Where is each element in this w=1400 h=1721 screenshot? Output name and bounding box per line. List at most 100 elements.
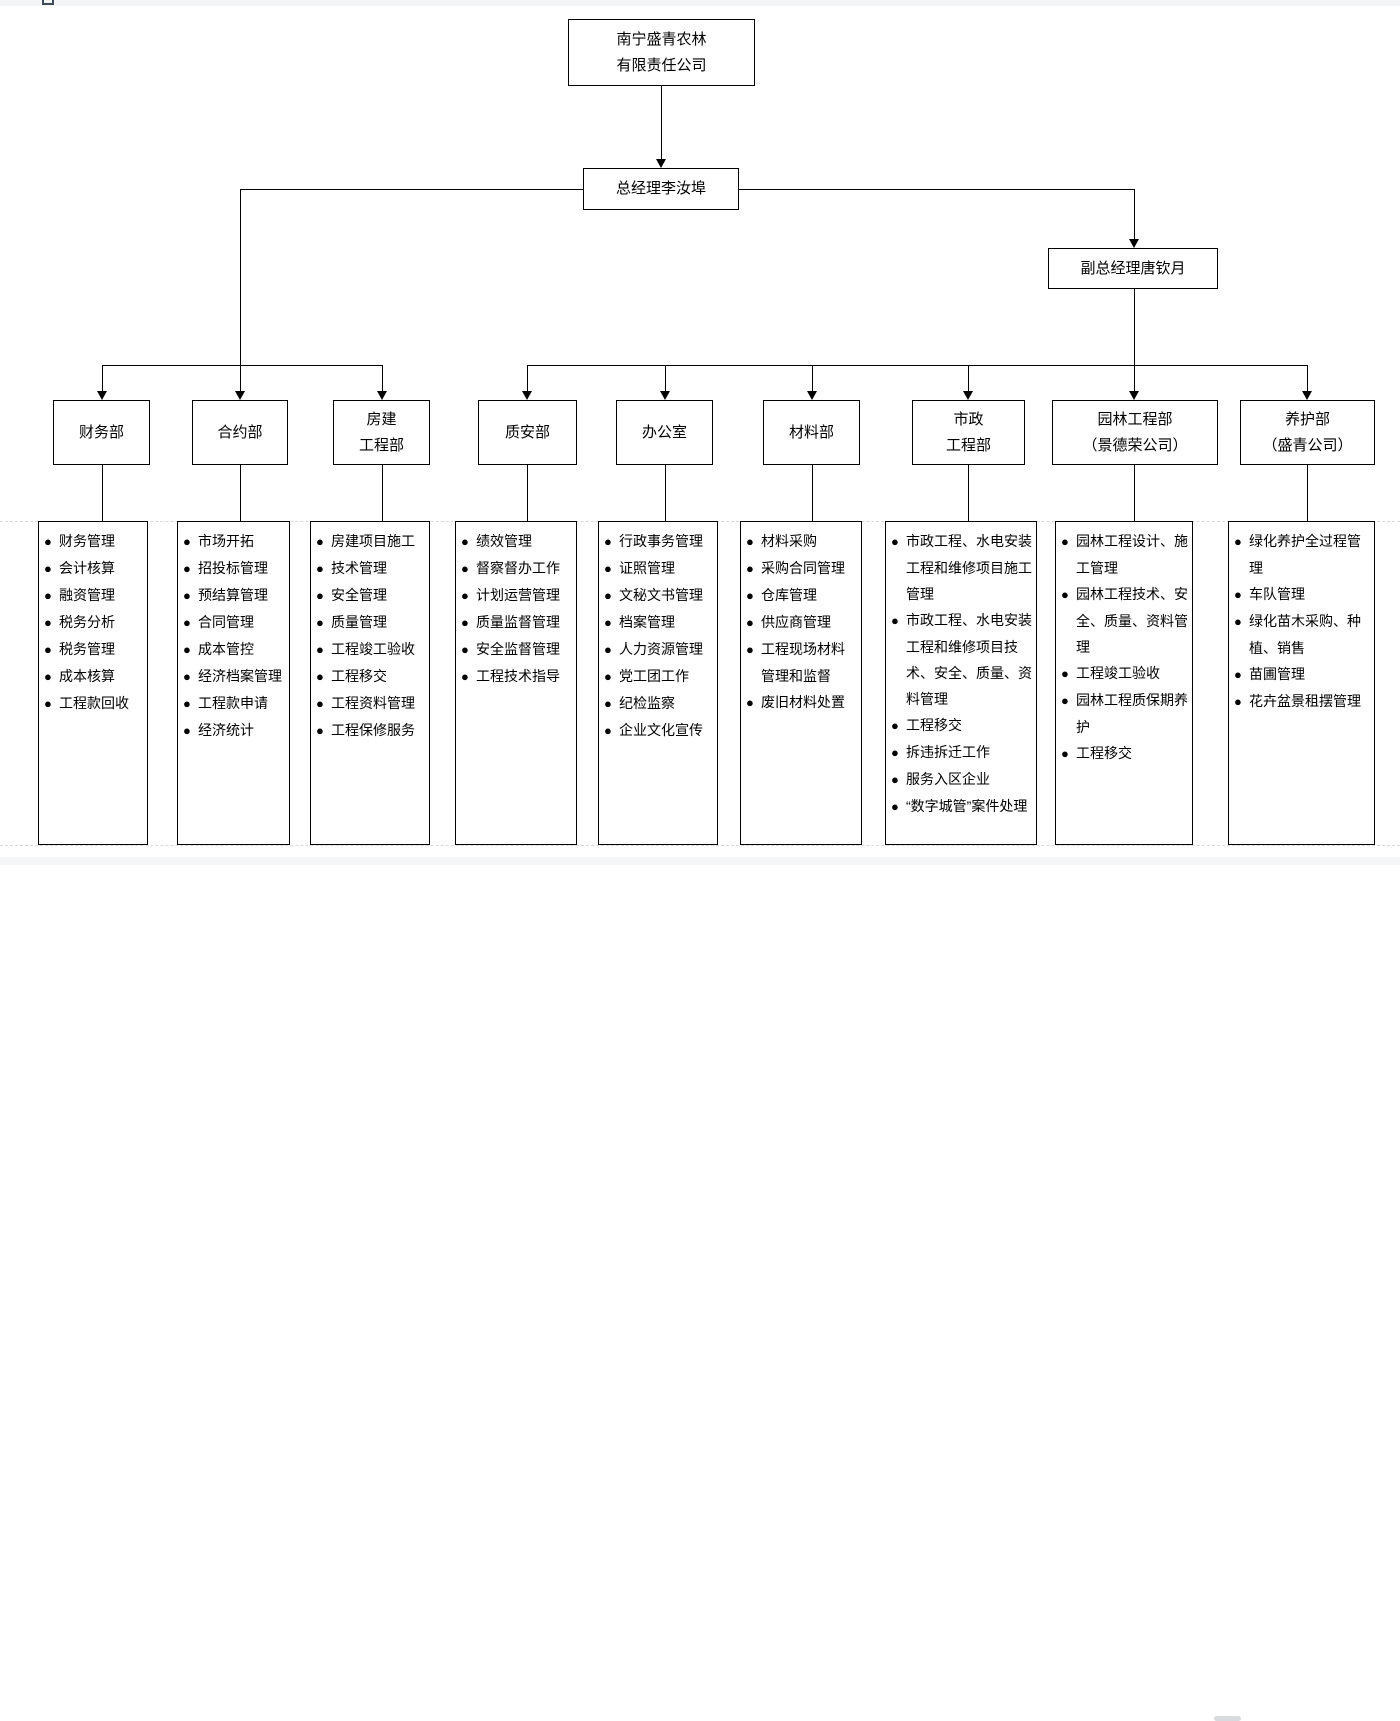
duty-text: 绩效管理 <box>476 533 532 549</box>
duty-list-6: ●材料采购●采购合同管理●仓库管理●供应商管理●工程现场材料管理和监督●废旧材料… <box>740 521 862 845</box>
connector-gm-left <box>240 189 583 190</box>
bullet-icon: ● <box>316 534 324 549</box>
dept-name-line: 园林工程部 <box>1097 410 1173 428</box>
duty-item: ●工程技术指导 <box>461 663 573 690</box>
duty-item: ●经济档案管理 <box>183 663 286 690</box>
square-outline-icon[interactable] <box>42 0 54 5</box>
duty-list-9: ●绿化养护全过程管理●车队管理●绿化苗木采购、种植、销售●苗圃管理●花卉盆景租摆… <box>1228 521 1375 845</box>
duty-text: 仓库管理 <box>761 587 817 603</box>
connector-branch-drop <box>1307 365 1308 391</box>
bullet-icon: ● <box>891 613 899 628</box>
duty-item: ●成本核算 <box>44 663 144 690</box>
duty-text: 工程竣工验收 <box>331 641 415 657</box>
duty-item: ●绩效管理 <box>461 528 573 555</box>
dept-box-3: 房建工程部 <box>333 400 430 465</box>
duty-text: 文秘文书管理 <box>619 587 703 603</box>
duty-item: ●党工团工作 <box>604 663 714 690</box>
connector-branch-drop <box>382 365 383 391</box>
duty-text: 市场开拓 <box>198 533 254 549</box>
dept-name-line: 工程部 <box>945 436 991 454</box>
duty-list-4: ●绩效管理●督察督办工作●计划运营管理●质量监督管理●安全监督管理●工程技术指导 <box>455 521 577 845</box>
duty-item: ●废旧材料处置 <box>746 689 858 716</box>
bullet-icon: ● <box>44 561 52 576</box>
duty-text: 预结算管理 <box>198 587 268 603</box>
duty-text: 计划运营管理 <box>476 587 560 603</box>
bullet-icon: ● <box>44 588 52 603</box>
duty-item: ●财务管理 <box>44 528 144 555</box>
duty-item: ●市政工程、水电安装工程和维修项目施工管理 <box>891 528 1033 607</box>
duty-item: ●督察督办工作 <box>461 555 573 582</box>
duty-text: 绿化苗木采购、种植、销售 <box>1249 613 1361 656</box>
dept-name-line: 市政 <box>953 410 984 428</box>
bullet-icon: ● <box>891 534 899 549</box>
duty-text: “数字城管”案件处理 <box>906 798 1028 814</box>
dept-box-5: 办公室 <box>616 400 713 465</box>
bullet-icon: ● <box>746 561 754 576</box>
duty-text: 督察督办工作 <box>476 560 560 576</box>
connector-dept-to-duties <box>1307 465 1308 521</box>
branch-line-right-group <box>527 365 1307 366</box>
duty-item: ●工程保修服务 <box>316 717 426 744</box>
dept-name-line: 房建 <box>366 410 397 428</box>
duty-text: 园林工程设计、施工管理 <box>1076 533 1188 576</box>
bullet-icon: ● <box>1234 534 1242 549</box>
duty-item: ● 计划运营管理 <box>461 582 573 609</box>
connector-branch-drop <box>968 365 969 391</box>
duty-item: ●工程移交 <box>316 663 426 690</box>
duty-text: 车队管理 <box>1249 586 1305 602</box>
duty-item: ●质量监督管理 <box>461 609 573 636</box>
duty-item: ●工程款申请 <box>183 690 286 717</box>
bullet-icon: ● <box>1234 587 1242 602</box>
bullet-icon: ● <box>461 588 469 603</box>
duty-text: 废旧材料处置 <box>761 694 845 710</box>
duty-item: ●工程款回收 <box>44 690 144 717</box>
general-manager-box: 总经理李汝埠 <box>583 168 739 210</box>
scrollbar-thumb[interactable] <box>1214 1716 1241 1721</box>
dept-box-7: 市政工程部 <box>912 400 1025 465</box>
duty-text: 工程竣工验收 <box>1076 665 1160 681</box>
duty-item: ●房建项目施工 <box>316 528 426 555</box>
bullet-icon: ● <box>316 615 324 630</box>
horizontal-scrollbar[interactable] <box>0 857 1400 1721</box>
duty-item: ●税务管理 <box>44 636 144 663</box>
duty-item: ●工程现场材料管理和监督 <box>746 636 858 689</box>
browser-toolbar-strip <box>0 0 1400 6</box>
duty-text: 市政工程、水电安装工程和维修项目技术、安全、质量、资料管理 <box>906 612 1032 707</box>
duty-text: 苗圃管理 <box>1249 666 1305 682</box>
bullet-icon: ● <box>183 561 191 576</box>
connector-branch-drop <box>665 365 666 391</box>
duty-item: ●招投标管理 <box>183 555 286 582</box>
duty-text: 工程现场材料管理和监督 <box>761 641 845 684</box>
duty-item: ●供应商管理 <box>746 609 858 636</box>
duty-item: ●拆违拆迁工作 <box>891 739 1033 766</box>
arrow-down-icon <box>377 391 387 400</box>
bullet-icon: ● <box>1234 667 1242 682</box>
duty-item: ●人力资源管理 <box>604 636 714 663</box>
connector-dgm-to-branch <box>1134 289 1135 391</box>
bullet-icon: ● <box>461 615 469 630</box>
duty-item: ●融资管理 <box>44 582 144 609</box>
bullet-icon: ● <box>183 723 191 738</box>
duty-text: 工程资料管理 <box>331 695 415 711</box>
bullet-icon: ● <box>1061 666 1069 681</box>
bullet-icon: ● <box>44 669 52 684</box>
duty-item: ●经济统计 <box>183 717 286 744</box>
deputy-general-manager-label: 副总经理唐钦月 <box>1080 259 1186 277</box>
duty-text: 安全管理 <box>331 587 387 603</box>
bullet-icon: ● <box>183 696 191 711</box>
bullet-icon: ● <box>316 588 324 603</box>
bullet-icon: ● <box>604 561 612 576</box>
bullet-icon: ● <box>316 561 324 576</box>
bullet-icon: ● <box>1061 534 1069 549</box>
duty-item: ● 市政工程、水电安装工程和维修项目技术、安全、质量、资料管理 <box>891 607 1033 712</box>
dept-name-line: 办公室 <box>641 423 687 441</box>
duty-item: ●成本管控 <box>183 636 286 663</box>
duty-item: ●材料采购 <box>746 528 858 555</box>
dept-box-4: 质安部 <box>478 400 577 465</box>
arrow-down-icon <box>1129 239 1139 248</box>
bullet-icon: ● <box>604 669 612 684</box>
duty-text: 质量管理 <box>331 614 387 630</box>
duty-item: ●安全监督管理 <box>461 636 573 663</box>
duty-item: ● 车队管理 <box>1234 581 1371 608</box>
bullet-icon: ● <box>461 642 469 657</box>
